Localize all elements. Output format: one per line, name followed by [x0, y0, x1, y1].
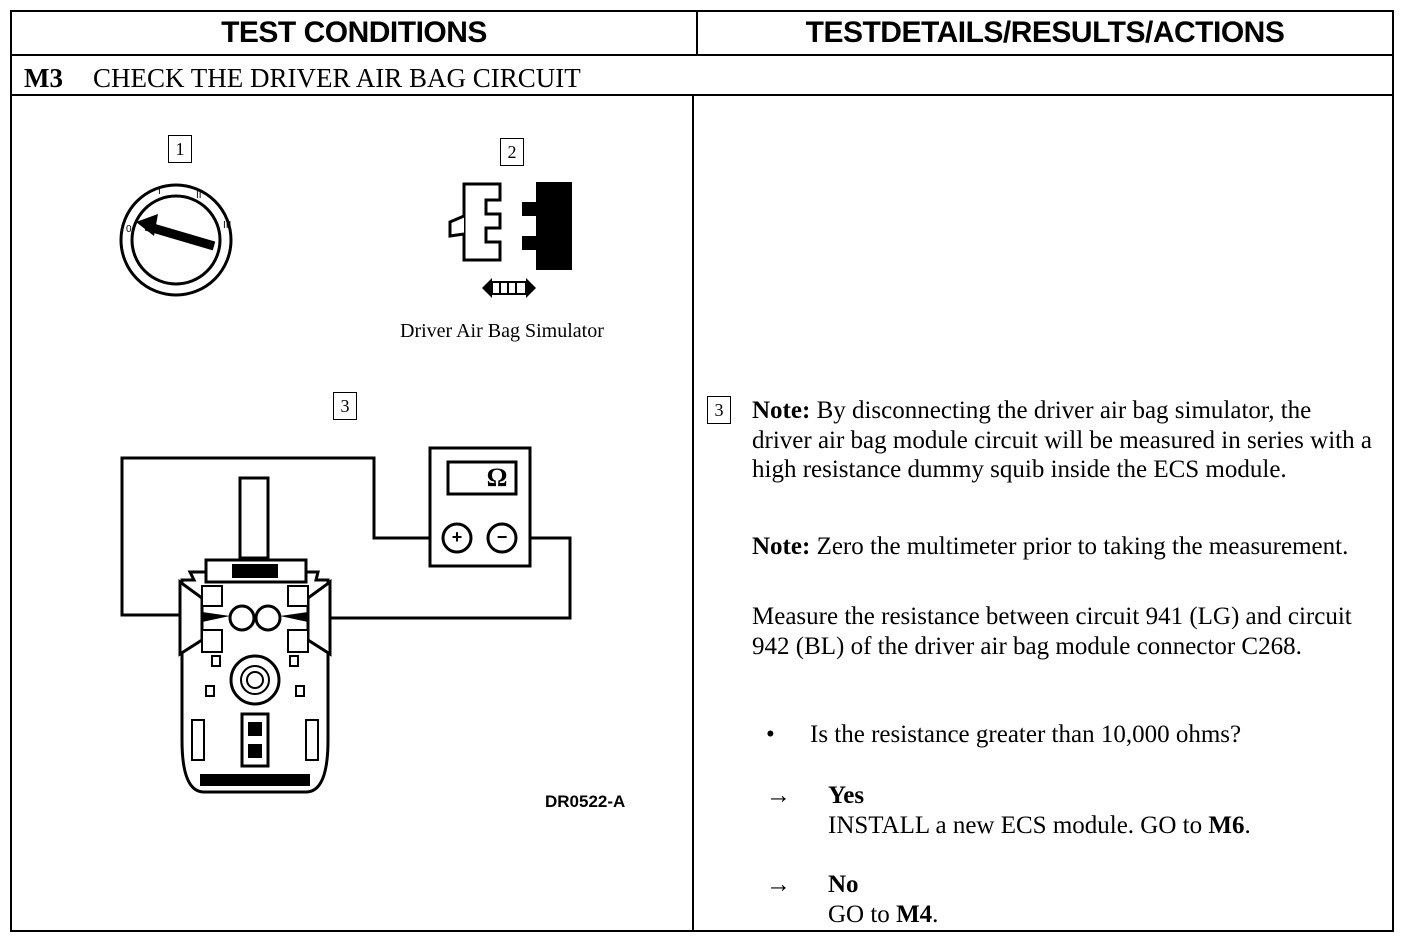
svg-text:I: I — [158, 186, 161, 197]
ohm-symbol: Ω — [486, 463, 508, 492]
question-text: Is the resistance greater than 10,000 oh… — [810, 721, 1242, 748]
question-row: • Is the resistance greater than 10,000 o… — [766, 721, 1241, 749]
no-action-text: GO to — [828, 901, 890, 928]
step-3-box: 3 — [333, 392, 357, 420]
section-title: M3 CHECK THE DRIVER AIR BAG CIRCUIT — [24, 58, 581, 98]
figure-code: DR0522-A — [545, 792, 626, 811]
yes-arrow: → — [766, 782, 791, 809]
column-divider — [692, 96, 694, 932]
right-step-3-box: 3 — [707, 396, 731, 424]
no-period: . — [932, 901, 939, 928]
yes-period: . — [1244, 812, 1251, 839]
note-2-label: Note: — [752, 533, 811, 560]
no-target-link[interactable]: M4 — [896, 901, 933, 928]
multimeter-icon — [428, 446, 532, 568]
note-1-label: Note: — [752, 397, 811, 424]
header-rule — [12, 54, 1392, 56]
header-test-details: TESTDETAILS/RESULTS/ACTIONS — [805, 16, 1285, 49]
yes-target-link[interactable]: M6 — [1208, 812, 1245, 839]
section-code: M3 — [24, 63, 63, 93]
note-1-text: By disconnecting the driver air bag simu… — [752, 397, 1372, 483]
connector-c268-icon — [178, 476, 332, 794]
svg-text:II: II — [196, 190, 202, 201]
simulator-caption: Driver Air Bag Simulator — [400, 320, 604, 342]
yes-action: INSTALL a new ECS module. GO to M6. — [828, 811, 1251, 841]
plus-terminal-label: + — [451, 527, 463, 547]
header-divider — [696, 12, 698, 54]
header-test-conditions: TEST CONDITIONS — [221, 16, 487, 49]
note-1: Note: By disconnecting the driver air ba… — [752, 396, 1372, 485]
procedure-table: TEST CONDITIONS TESTDETAILS/RESULTS/ACTI… — [10, 10, 1394, 932]
no-arrow: → — [766, 871, 791, 898]
title-rule — [12, 94, 1392, 96]
step-2-box: 2 — [500, 138, 524, 166]
minus-terminal-label: − — [496, 527, 508, 547]
no-action: GO to M4. — [828, 900, 938, 930]
section-title-text: CHECK THE DRIVER AIR BAG CIRCUIT — [92, 63, 581, 93]
ignition-switch-icon: 0 I II III — [119, 183, 233, 297]
bullet: • — [766, 721, 775, 748]
yes-label: Yes — [828, 782, 865, 809]
measurement-diagram — [120, 446, 572, 794]
measure-instruction: Measure the resistance between circuit 9… — [752, 603, 1352, 660]
connector-disconnect-icon — [448, 182, 572, 298]
yes-action-text: INSTALL a new ECS module. GO to — [828, 812, 1203, 839]
note-2-text: Zero the multimeter prior to taking the … — [816, 533, 1349, 560]
no-label: No — [828, 871, 859, 898]
svg-text:0: 0 — [126, 224, 132, 235]
step-1-box: 1 — [168, 135, 192, 163]
note-2: Note: Zero the multimeter prior to takin… — [752, 532, 1372, 562]
svg-text:III: III — [223, 220, 231, 231]
